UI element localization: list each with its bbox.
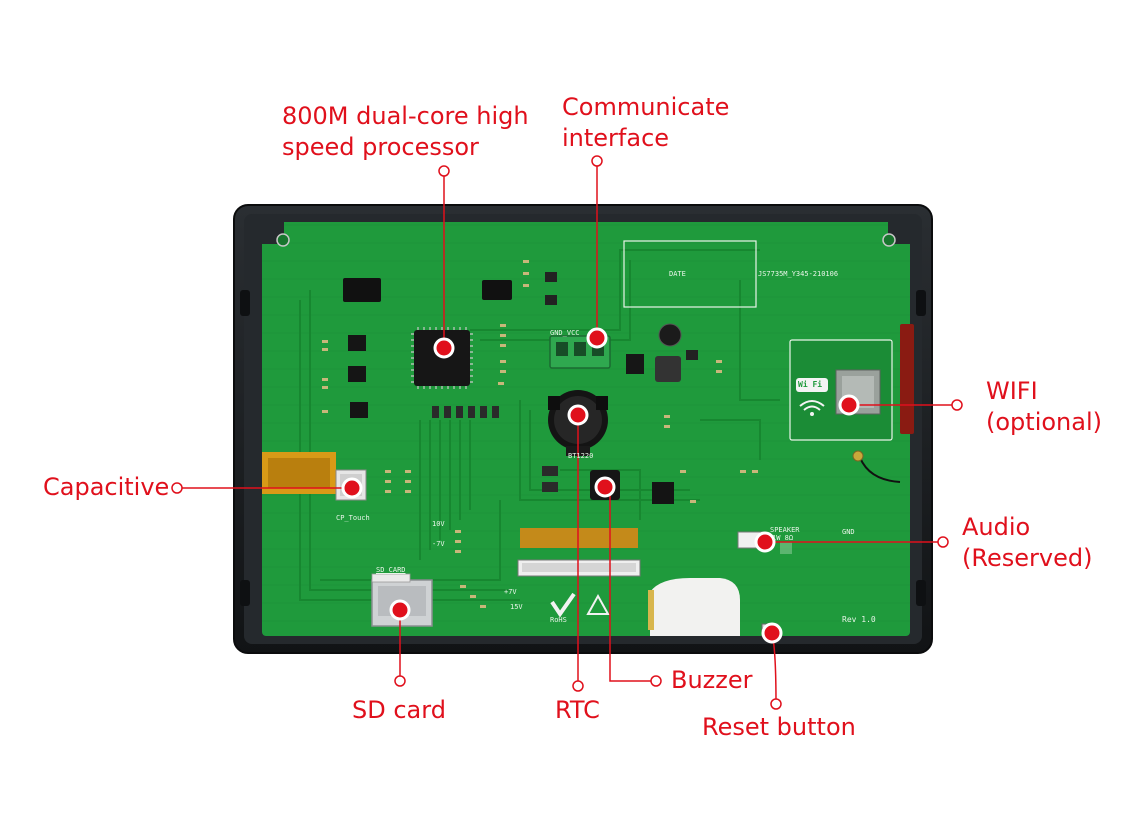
reset-marker xyxy=(761,622,783,644)
touch-silk-label: CP_Touch xyxy=(336,514,370,522)
lcd-fpc xyxy=(520,528,638,548)
voltage-label: +7V xyxy=(504,588,517,596)
sd-marker xyxy=(389,599,411,621)
foam-pad xyxy=(650,578,740,636)
processor-callout: 800M dual-core high speed processor xyxy=(282,102,529,161)
date-box-label: DATE xyxy=(669,270,686,278)
sd-card-callout: SD card xyxy=(352,696,446,724)
rohs-label: RoHS xyxy=(550,616,567,624)
gnd-label: GND xyxy=(842,528,855,536)
voltage-label: -7V xyxy=(432,540,445,548)
wifi-marker xyxy=(838,394,860,416)
sd-silk-label: SD_CARD xyxy=(376,566,406,574)
audio-marker xyxy=(754,531,776,553)
processor-marker xyxy=(433,337,455,359)
audio-callout: Audio (Reserved) xyxy=(962,513,1093,572)
revision-label: Rev 1.0 xyxy=(842,615,876,624)
rtc-callout: RTC xyxy=(555,696,600,724)
rtc-silk-label: BT1220 xyxy=(568,452,594,460)
buzzer-marker xyxy=(594,476,616,498)
speaker-silk-label: SPEAKER xyxy=(770,526,800,534)
capacitive-marker xyxy=(341,477,363,499)
voltage-label: 10V xyxy=(432,520,445,528)
voltage-label: 15V xyxy=(510,603,523,611)
capacitive-callout: Capacitive xyxy=(43,473,170,501)
comm-marker xyxy=(586,327,608,349)
reset-button-callout: Reset button xyxy=(702,713,856,741)
speaker-spec-label: 1W 8Ω xyxy=(772,534,794,542)
rtc-marker xyxy=(567,404,589,426)
connector-silk-label: GND_VCC xyxy=(550,329,580,337)
communicate-interface-callout: Communicate interface xyxy=(562,93,730,152)
wifi-callout: WIFI (optional) xyxy=(986,377,1102,436)
wifi-logo-text: Wi Fi xyxy=(798,380,823,389)
pcb-code-label: JS7735M_Y345-210106 xyxy=(758,270,839,278)
buzzer-callout: Buzzer xyxy=(671,666,753,694)
